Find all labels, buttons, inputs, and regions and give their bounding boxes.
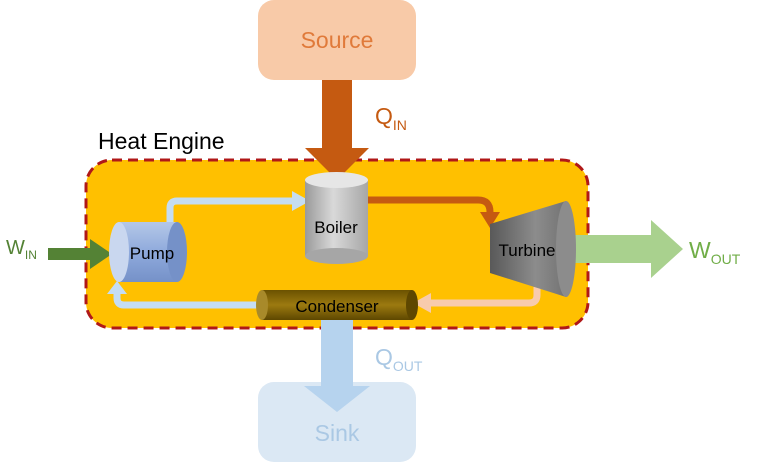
pipe-pump-to-boiler: [166, 197, 295, 226]
source-box: [258, 0, 416, 80]
pipe-condenser-to-pump: [113, 292, 262, 309]
boiler: [305, 172, 368, 264]
pipe-condenser-to-pump-head: [107, 281, 127, 294]
pump-label: Pump: [130, 244, 174, 263]
q-in-sub: IN: [393, 117, 407, 133]
q-out-main: Q: [375, 344, 393, 370]
q-out-sub: OUT: [393, 358, 423, 374]
pipe-boiler-to-turbine-head: [480, 212, 500, 228]
q-out-arrow: [304, 318, 370, 412]
w-in-sub: IN: [25, 248, 37, 262]
condenser: [256, 290, 418, 320]
w-out-sub: OUT: [711, 251, 741, 267]
sink-label: Sink: [315, 420, 360, 446]
w-in-main: W: [6, 237, 25, 259]
q-out-label: QOUT: [375, 344, 423, 374]
engine-title: Heat Engine: [98, 128, 225, 154]
pump: [109, 222, 187, 282]
turbine: [490, 201, 576, 297]
source-label: Source: [301, 27, 374, 53]
w-out-label: WOUT: [689, 237, 741, 267]
pipe-pump-to-boiler-head: [292, 191, 310, 211]
turbine-label: Turbine: [498, 241, 555, 260]
boiler-label: Boiler: [314, 218, 358, 237]
pipe-turbine-to-condenser-head: [413, 293, 431, 313]
w-in-arrow: [48, 239, 112, 269]
pipe-boiler-to-turbine: [368, 196, 494, 214]
sink-box: [258, 382, 416, 462]
condenser-label: Condenser: [295, 297, 379, 316]
q-in-arrow: [305, 80, 369, 180]
q-in-label: QIN: [375, 103, 407, 133]
w-out-main: W: [689, 237, 711, 263]
q-in-main: Q: [375, 103, 393, 129]
pipe-turbine-to-condenser: [428, 287, 541, 307]
w-in-label: WIN: [6, 237, 37, 262]
w-out-arrow: [568, 220, 683, 278]
